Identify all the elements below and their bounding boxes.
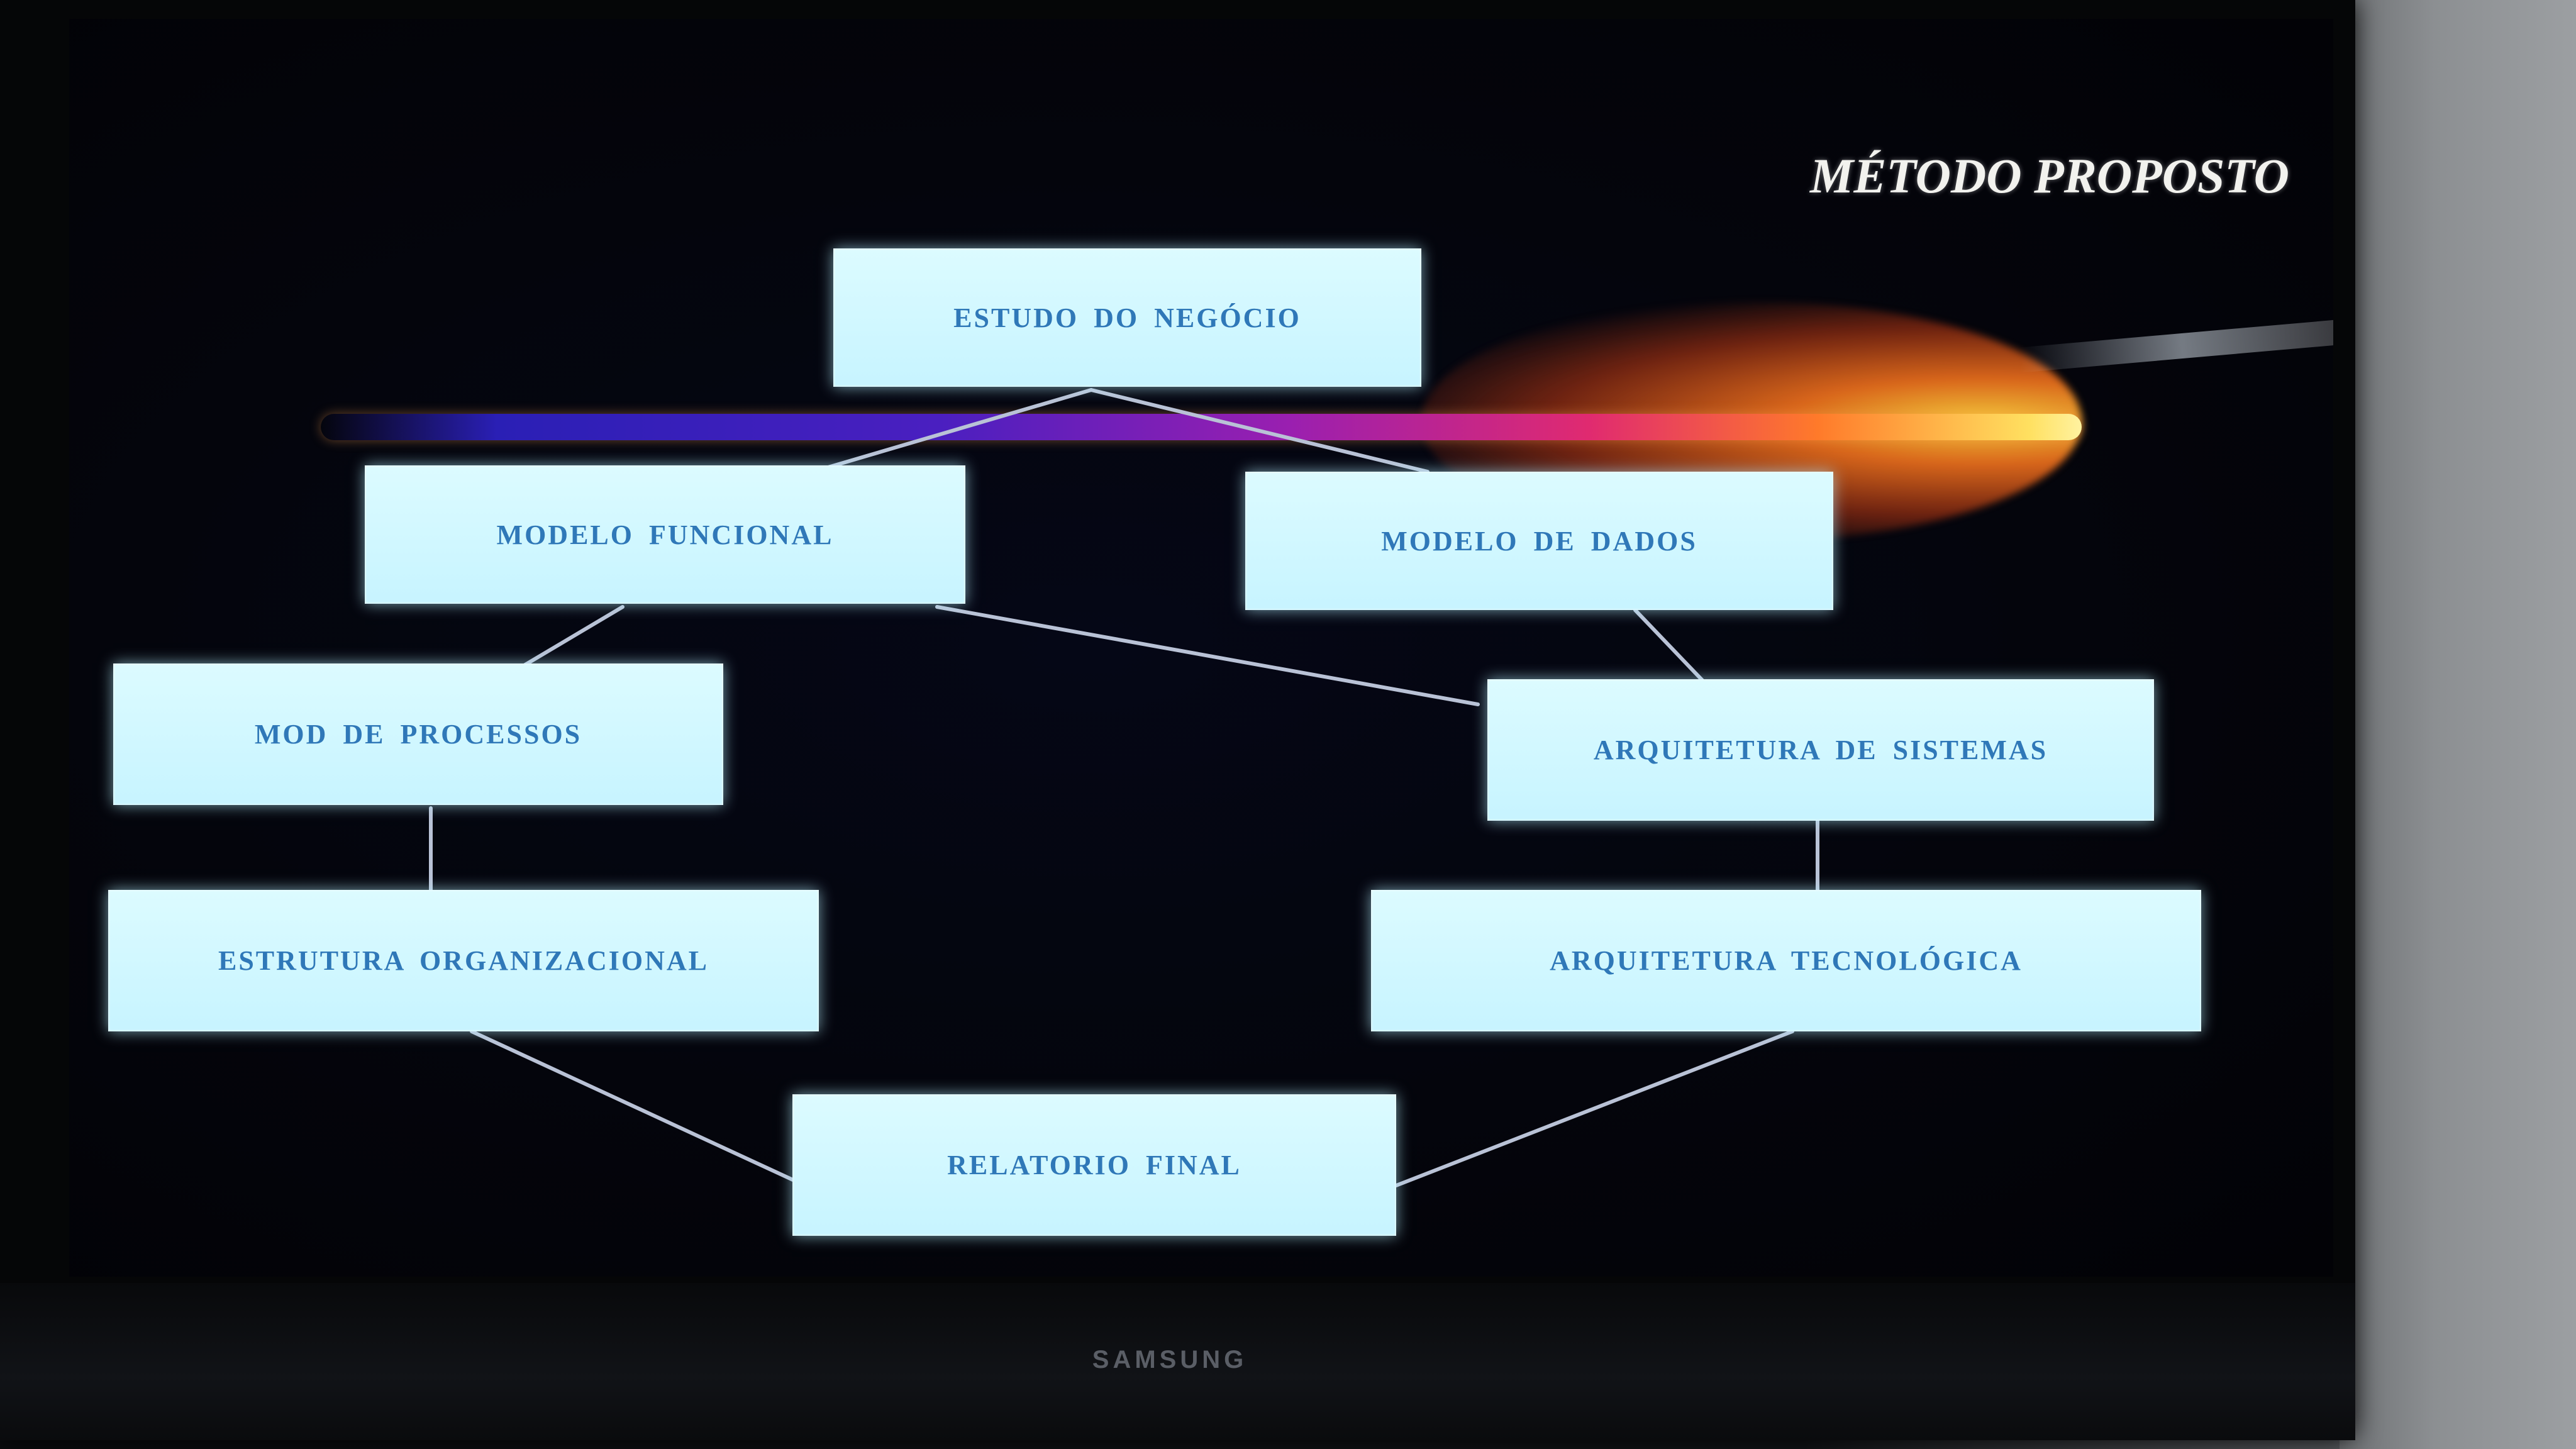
connector-funcional-arquitetura-sistemas	[935, 605, 1480, 706]
node-label: RELATORIO FINAL	[947, 1150, 1241, 1180]
slide-screen: MÉTODO PROPOSTO ESTUDO DO NEGÓCIO MODELO…	[69, 19, 2333, 1277]
node-label: MODELO DE DADOS	[1381, 525, 1697, 557]
node-label: ESTUDO DO NEGÓCIO	[953, 302, 1301, 333]
wall-background	[2340, 0, 2576, 1449]
connector-tecnologica-relatorio	[1394, 1030, 1794, 1187]
node-relatorio-final: RELATORIO FINAL	[792, 1094, 1396, 1236]
connector-funcional-processos	[520, 605, 625, 669]
connector-lines	[429, 388, 1819, 1187]
connector-estudo-dados	[1089, 388, 1430, 474]
node-modelo-funcional: MODELO FUNCIONAL	[365, 465, 965, 604]
node-modelo-de-dados: MODELO DE DADOS	[1245, 472, 1833, 610]
node-arquitetura-de-sistemas: ARQUITETURA DE SISTEMAS	[1487, 679, 2154, 821]
node-estudo-do-negocio: ESTUDO DO NEGÓCIO	[833, 248, 1421, 387]
slide-title: MÉTODO PROPOSTO	[1809, 148, 2289, 203]
connector-estudo-funcional	[822, 388, 1093, 470]
node-mod-de-processos: MOD DE PROCESSOS	[113, 663, 723, 805]
tv-brand-logo: SAMSUNG	[1092, 1346, 1248, 1374]
connector-dados-arquitetura-sistemas	[1633, 608, 1706, 684]
node-estrutura-organizacional: ESTRUTURA ORGANIZACIONAL	[108, 890, 819, 1031]
node-label: ARQUITETURA TECNOLÓGICA	[1550, 945, 2023, 976]
node-label: MODELO FUNCIONAL	[496, 519, 834, 550]
node-label: ESTRUTURA ORGANIZACIONAL	[218, 945, 709, 976]
connector-estrutura-relatorio	[470, 1030, 807, 1187]
node-arquitetura-tecnologica: ARQUITETURA TECNOLÓGICA	[1371, 890, 2201, 1031]
node-label: MOD DE PROCESSOS	[254, 719, 582, 750]
tv-bottom-bezel	[0, 1283, 2355, 1440]
node-label: ARQUITETURA DE SISTEMAS	[1593, 735, 2048, 765]
